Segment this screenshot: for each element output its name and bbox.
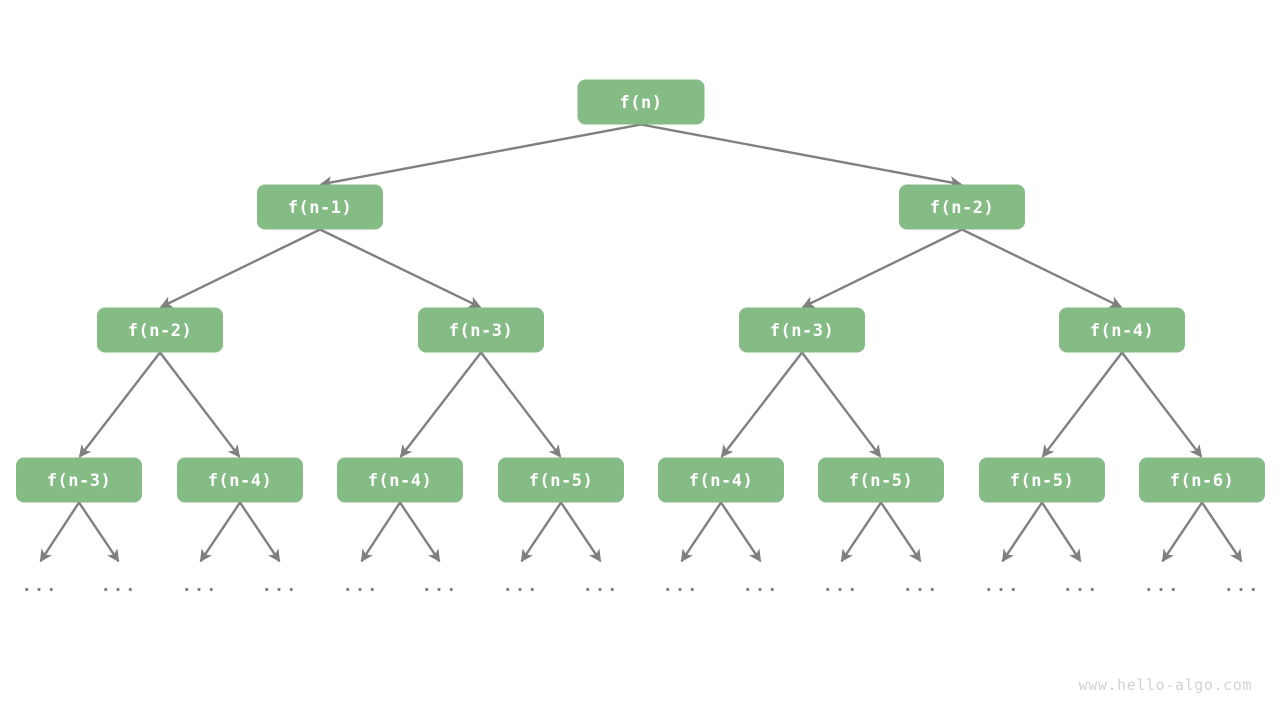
tree-edge-to-ellipsis [880,501,922,563]
tree-node-box [979,457,1105,503]
tree-node[interactable]: f(n-4) [177,457,303,503]
tree-node-box [16,457,142,503]
tree-edge [480,351,562,458]
tree-node[interactable]: f(n-1) [257,184,383,230]
tree-node-label: f(n-6) [1170,471,1234,491]
tree-edge [319,123,642,189]
tree-node-label: f(n-1) [288,198,352,218]
tree-node[interactable]: f(n-3) [418,307,544,353]
tree-node-box [97,307,223,353]
tree-node[interactable]: f(n-3) [16,457,142,503]
ellipsis-label: ... [743,576,780,596]
ellipsis-label: ... [262,576,299,596]
tree-node[interactable]: f(n) [577,79,705,125]
ellipsis-label: ... [823,576,860,596]
ellipsis-label: ... [1144,576,1181,596]
tree-node[interactable]: f(n-2) [97,307,223,353]
tree-node-label: f(n) [620,93,663,113]
tree-edge-to-ellipsis [199,501,241,563]
tree-edge [319,228,482,309]
ellipsis-label: ... [663,576,700,596]
tree-edge [961,228,1123,309]
edges-layer [39,123,1243,563]
tree-edge [1041,351,1123,458]
tree-node-label: f(n-5) [1010,471,1074,491]
tree-node[interactable]: f(n-5) [498,457,624,503]
tree-node[interactable]: f(n-5) [818,457,944,503]
tree-edge [720,351,803,458]
tree-node-label: f(n-2) [930,198,994,218]
tree-node-label: f(n-3) [47,471,111,491]
tree-node-label: f(n-5) [529,471,593,491]
tree-node-box [418,307,544,353]
ellipsis-label: ... [101,576,138,596]
tree-edge [1121,351,1203,458]
tree-node-label: f(n-2) [128,321,192,341]
tree-node-box [658,457,784,503]
tree-node-label: f(n-4) [689,471,753,491]
tree-edge-to-ellipsis [1201,501,1243,563]
tree-edge-to-ellipsis [560,501,602,563]
tree-edge-to-ellipsis [680,501,722,563]
tree-node-box [577,79,705,125]
ellipsis-label: ... [343,576,380,596]
tree-node-label: f(n-4) [1090,321,1154,341]
tree-node[interactable]: f(n-4) [658,457,784,503]
tree-edge-to-ellipsis [360,501,402,563]
tree-node-box [818,457,944,503]
tree-edge-to-ellipsis [1040,501,1082,563]
tree-edge-to-ellipsis [239,501,281,563]
tree-node-box [1059,307,1185,353]
ellipsis-layer: ........................................… [22,576,1261,596]
tree-node-label: f(n-3) [770,321,834,341]
tree-edge [640,123,963,189]
tree-edge [159,351,241,458]
watermark-label: www.hello-algo.com [1079,676,1252,694]
ellipsis-label: ... [1224,576,1261,596]
tree-node[interactable]: f(n-3) [739,307,865,353]
tree-node-label: f(n-4) [368,471,432,491]
tree-edge-to-ellipsis [1001,501,1043,563]
tree-node-box [177,457,303,503]
tree-node[interactable]: f(n-4) [1059,307,1185,353]
ellipsis-label: ... [903,576,940,596]
tree-node-box [739,307,865,353]
ellipsis-label: ... [1063,576,1100,596]
tree-edge-to-ellipsis [78,501,120,563]
tree-node[interactable]: f(n-6) [1139,457,1265,503]
tree-node-box [337,457,463,503]
tree-edge [78,351,161,458]
tree-edge-to-ellipsis [840,501,882,563]
tree-edge [399,351,482,458]
tree-edge-to-ellipsis [720,501,762,563]
tree-edge-to-ellipsis [520,501,562,563]
tree-edge-to-ellipsis [39,501,81,563]
ellipsis-label: ... [422,576,459,596]
ellipsis-label: ... [22,576,59,596]
tree-node-label: f(n-5) [849,471,913,491]
tree-edge [801,228,963,309]
tree-node[interactable]: f(n-5) [979,457,1105,503]
tree-node-label: f(n-4) [208,471,272,491]
tree-edge [801,351,882,458]
tree-node[interactable]: f(n-2) [899,184,1025,230]
tree-node-box [1139,457,1265,503]
tree-edge-to-ellipsis [1161,501,1203,563]
ellipsis-label: ... [583,576,620,596]
tree-node-box [899,184,1025,230]
ellipsis-label: ... [984,576,1021,596]
tree-edge [159,228,321,309]
tree-edge-to-ellipsis [399,501,441,563]
ellipsis-label: ... [182,576,219,596]
tree-node-label: f(n-3) [449,321,513,341]
nodes-layer: f(n) f(n-1) f(n-2) f(n-2) f(n-3) f(n-3) f(n-4)… [16,79,1265,503]
tree-node-box [498,457,624,503]
tree-node[interactable]: f(n-4) [337,457,463,503]
ellipsis-label: ... [503,576,540,596]
tree-node-box [257,184,383,230]
